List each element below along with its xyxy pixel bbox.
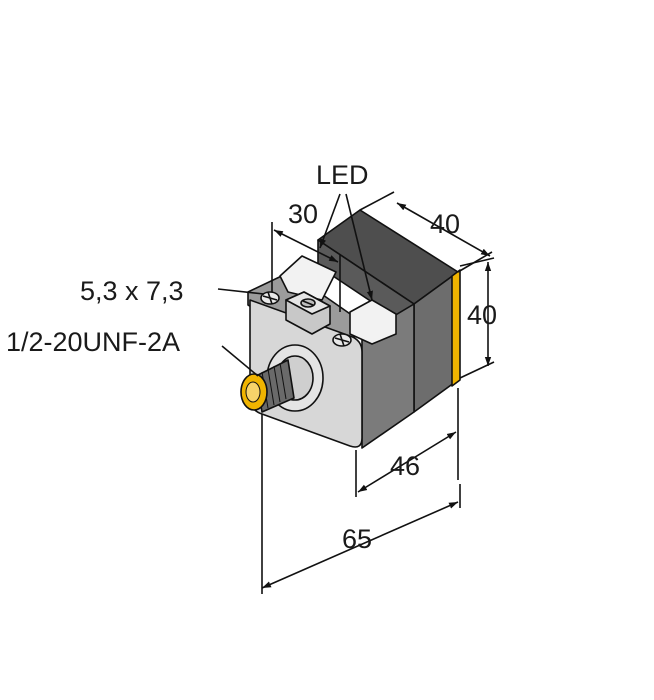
dim-65-label: 65: [342, 524, 372, 554]
dim-65: [261, 501, 459, 589]
terminal-block: [285, 291, 331, 335]
slot-size-label: 5,3 x 7,3: [80, 276, 184, 306]
dim-40-depth-label: 40: [430, 209, 460, 239]
led-leader-right: [345, 193, 373, 301]
thread-label: 1/2-20UNF-2A: [6, 327, 180, 357]
dim-46-label: 46: [390, 451, 420, 481]
led-label: LED: [316, 160, 369, 190]
dimension-lines: [217, 191, 495, 594]
labels: LED 30 40 40 5,3 x 7,3 1/2-20UNF-2A 46 6…: [6, 160, 497, 554]
thread-leader: [221, 345, 259, 377]
screw-right: [332, 333, 352, 347]
m12-connector: [240, 359, 295, 413]
led-leader-left: [319, 193, 341, 249]
screw-left: [260, 291, 280, 305]
slot-leader: [217, 288, 265, 295]
dim-30: [273, 229, 339, 263]
dim-40-height-label: 40: [467, 300, 497, 330]
dim-30-label: 30: [288, 199, 318, 229]
sensor-body: [240, 209, 461, 449]
sensing-face: [451, 269, 461, 387]
dim-46: [357, 431, 457, 493]
dim-40-depth: [396, 202, 491, 257]
